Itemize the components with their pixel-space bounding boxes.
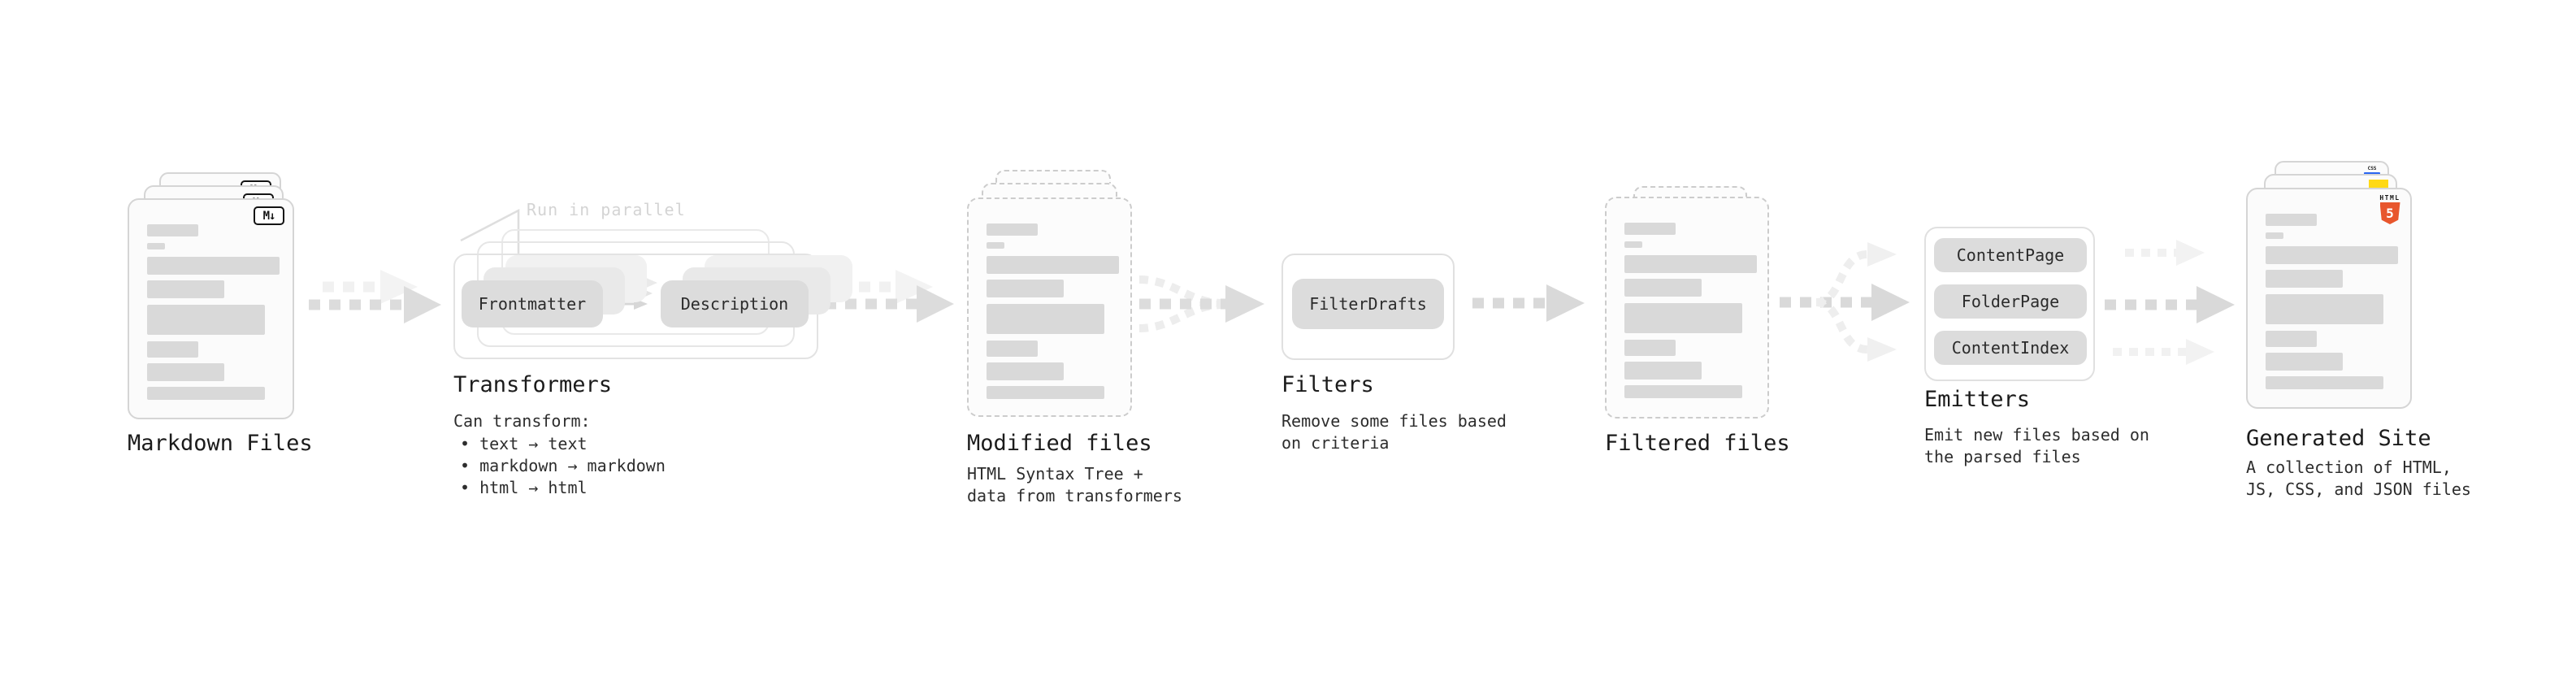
doc-line [987, 386, 1104, 399]
filterdrafts-pill: FilterDrafts [1292, 279, 1444, 329]
doc-line [2266, 232, 2283, 239]
filtered-file-card-front [1605, 197, 1769, 419]
modified-files-caption: HTML Syntax Tree + data from transformer… [967, 464, 1182, 505]
modified-files-title: Modified files [967, 431, 1152, 456]
doc-line [2266, 246, 2398, 264]
doc-line [147, 243, 165, 249]
doc-line [1624, 340, 1676, 356]
doc-line [987, 223, 1038, 236]
folderpage-pill: FolderPage [1934, 284, 2087, 319]
doc-line [2266, 353, 2343, 371]
javascript-icon [2369, 180, 2388, 189]
doc-line [1624, 241, 1642, 248]
generated-site-caption: A collection of HTML, JS, CSS, and JSON … [2246, 458, 2471, 499]
bullet-item: • html → html [460, 478, 588, 497]
doc-line [147, 341, 198, 358]
bullet-item: • text → text [460, 434, 588, 453]
arrow-modified-to-filters [1138, 275, 1264, 332]
markdown-file-card-front: M↓ [128, 198, 294, 419]
doc-line [147, 257, 280, 275]
doc-line [1624, 255, 1757, 273]
contentindex-pill: ContentIndex [1934, 331, 2087, 365]
frontmatter-pill: Frontmatter [462, 280, 603, 327]
doc-line [147, 363, 224, 381]
doc-line [147, 224, 198, 236]
doc-line [1624, 279, 1702, 297]
description-pill: Description [661, 280, 809, 327]
generated-file-card-front: HTML 5 [2246, 188, 2412, 409]
doc-line [2266, 270, 2343, 288]
filters-caption: Remove some files based on criteria [1281, 411, 1507, 453]
css-icon: CSS [2364, 167, 2380, 176]
contentpage-pill: ContentPage [1934, 238, 2087, 272]
doc-line [987, 256, 1119, 274]
transformers-caption: Can transform: [453, 411, 591, 431]
doc-line [987, 280, 1064, 297]
doc-line [987, 362, 1064, 380]
filtered-files-title: Filtered files [1605, 431, 1790, 456]
doc-line [1624, 385, 1742, 398]
arrow-filtered-to-emitters [1780, 242, 1910, 362]
doc-line [987, 304, 1104, 334]
doc-line [987, 340, 1038, 357]
doc-line [2266, 214, 2317, 226]
transformers-title: Transformers [453, 372, 613, 397]
doc-line [147, 280, 224, 298]
generated-site-title: Generated Site [2246, 426, 2431, 451]
arrow-filters-to-filtered [1472, 284, 1585, 322]
doc-line [147, 387, 265, 400]
markdown-icon: M↓ [254, 206, 284, 225]
emitters-title: Emitters [1924, 387, 2031, 412]
doc-line [1624, 303, 1742, 333]
arrow-markdown-to-transformers [309, 270, 441, 323]
emitters-box [1924, 227, 2095, 381]
filters-box [1281, 254, 1455, 360]
bullet-item: • markdown → markdown [460, 456, 666, 475]
html5-icon: HTML 5 [2378, 194, 2402, 224]
doc-line [2266, 376, 2383, 389]
doc-line [147, 305, 265, 335]
doc-line [1624, 362, 1702, 380]
arrow-emitters-to-generated [2105, 240, 2235, 365]
emitters-caption: Emit new files based on the parsed files [1924, 425, 2149, 466]
markdown-files-title: Markdown Files [128, 431, 313, 456]
doc-line [2266, 294, 2383, 324]
doc-line [987, 242, 1004, 249]
doc-line [1624, 223, 1676, 235]
modified-file-card-front [967, 197, 1132, 417]
run-in-parallel-note: Run in parallel [527, 200, 686, 219]
transformers-bullet-list: • text → text • markdown → markdown • ht… [460, 433, 666, 499]
filters-title: Filters [1281, 372, 1374, 397]
doc-line [2266, 331, 2317, 347]
